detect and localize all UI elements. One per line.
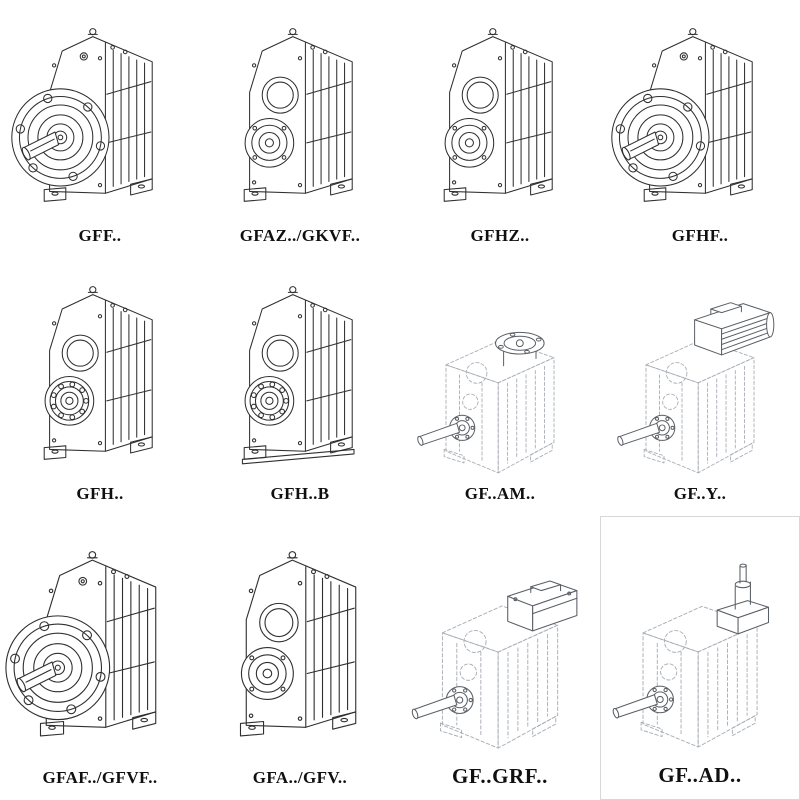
model-label-gf-grf: GF..GRF..	[451, 763, 549, 788]
catalog-cell-gfhf: GFHF..	[600, 0, 800, 258]
gearbox-drawing-gfaf-gfvf	[2, 520, 198, 766]
model-label-gfh-b: GFH..B	[270, 484, 330, 504]
catalog-cell-gfh: GFH..	[0, 258, 200, 516]
model-label-gfa-gfv: GFA../GFV..	[252, 768, 348, 788]
catalog-cell-gfh-b: GFH..B	[200, 258, 400, 516]
gearbox-drawing-gfhz	[402, 4, 598, 224]
catalog-cell-gf-ad: GF..AD..	[600, 516, 800, 800]
catalog-cell-gf-grf: GF..GRF..	[400, 516, 600, 800]
gearbox-drawing-gfh	[2, 262, 198, 482]
gearbox-drawing-gf-y	[602, 262, 798, 482]
model-label-gf-y: GF..Y..	[673, 484, 727, 504]
model-label-gfaf-gfvf: GFAF../GFVF..	[42, 768, 158, 788]
model-label-gff: GFF..	[78, 226, 122, 246]
catalog-cell-gff: GFF..	[0, 0, 200, 258]
gearbox-drawing-gfh-b	[202, 262, 398, 482]
gearbox-drawing-gfhf	[602, 4, 798, 224]
gearbox-drawing-gf-grf	[402, 520, 598, 762]
model-label-gfhf: GFHF..	[671, 226, 729, 246]
model-label-gfaz-gkvf: GFAZ../GKVF..	[239, 226, 361, 246]
catalog-cell-gf-y: GF..Y..	[600, 258, 800, 516]
catalog-cell-gfa-gfv: GFA../GFV..	[200, 516, 400, 800]
model-label-gf-am: GF..AM..	[464, 484, 536, 504]
catalog-cell-gf-am: GF..AM..	[400, 258, 600, 516]
model-label-gf-ad: GF..AD..	[658, 762, 742, 787]
model-label-gfhz: GFHZ..	[470, 226, 530, 246]
gearbox-drawing-gf-ad	[603, 521, 797, 761]
model-label-gfh: GFH..	[76, 484, 124, 504]
gearbox-drawing-gfaz-gkvf	[202, 4, 398, 224]
catalog-cell-gfaf-gfvf: GFAF../GFVF..	[0, 516, 200, 800]
catalog-cell-gfaz-gkvf: GFAZ../GKVF..	[200, 0, 400, 258]
gearbox-drawing-gf-am	[402, 262, 598, 482]
catalog-cell-gfhz: GFHZ..	[400, 0, 600, 258]
gearbox-drawing-gff	[2, 4, 198, 224]
gearbox-drawing-gfa-gfv	[202, 520, 398, 766]
